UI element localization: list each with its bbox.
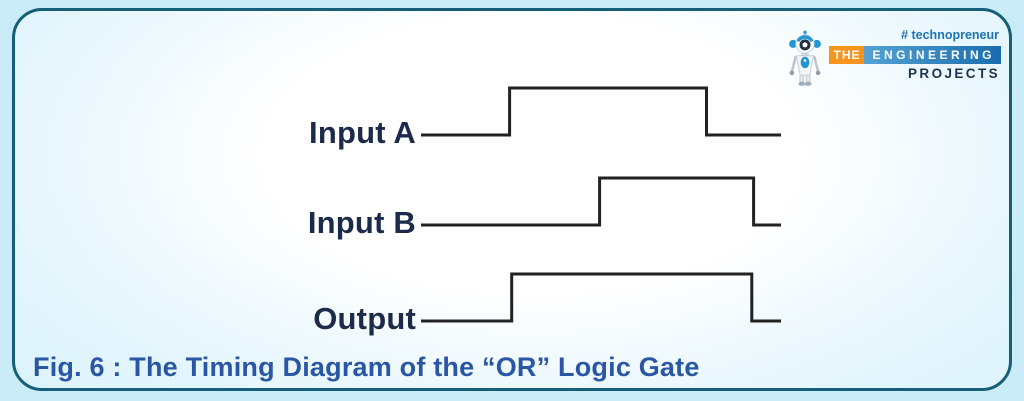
waveform-svg <box>421 86 781 137</box>
signal-row: Input B <box>155 175 781 240</box>
figure-caption: Fig. 6 : The Timing Diagram of the “OR” … <box>33 352 700 382</box>
signal-label: Input B <box>307 205 416 240</box>
logo-the: THE <box>829 46 865 64</box>
robot-icon <box>789 30 822 86</box>
logo: # technopreneur THE ENGINEERING PROJECTS <box>786 28 1001 92</box>
figure-card: # technopreneur THE ENGINEERING PROJECTS… <box>12 8 1012 391</box>
waveform-svg <box>421 176 781 227</box>
logo-text: # technopreneur THE ENGINEERING PROJECTS <box>829 28 1001 81</box>
signal-row: Output <box>155 271 781 336</box>
logo-engineering: ENGINEERING <box>864 46 1001 64</box>
waveform-svg <box>421 272 781 323</box>
signal-label: Input A <box>309 115 416 150</box>
logo-tagline: # technopreneur <box>901 28 999 42</box>
waveform-path <box>421 176 781 227</box>
signal-row: Input A <box>155 85 781 150</box>
logo-projects: PROJECTS <box>908 66 1000 81</box>
waveform-path <box>421 272 781 323</box>
waveform-path <box>421 86 781 137</box>
signal-label: Output <box>313 301 416 336</box>
logo-bar: THE ENGINEERING <box>829 46 1001 64</box>
